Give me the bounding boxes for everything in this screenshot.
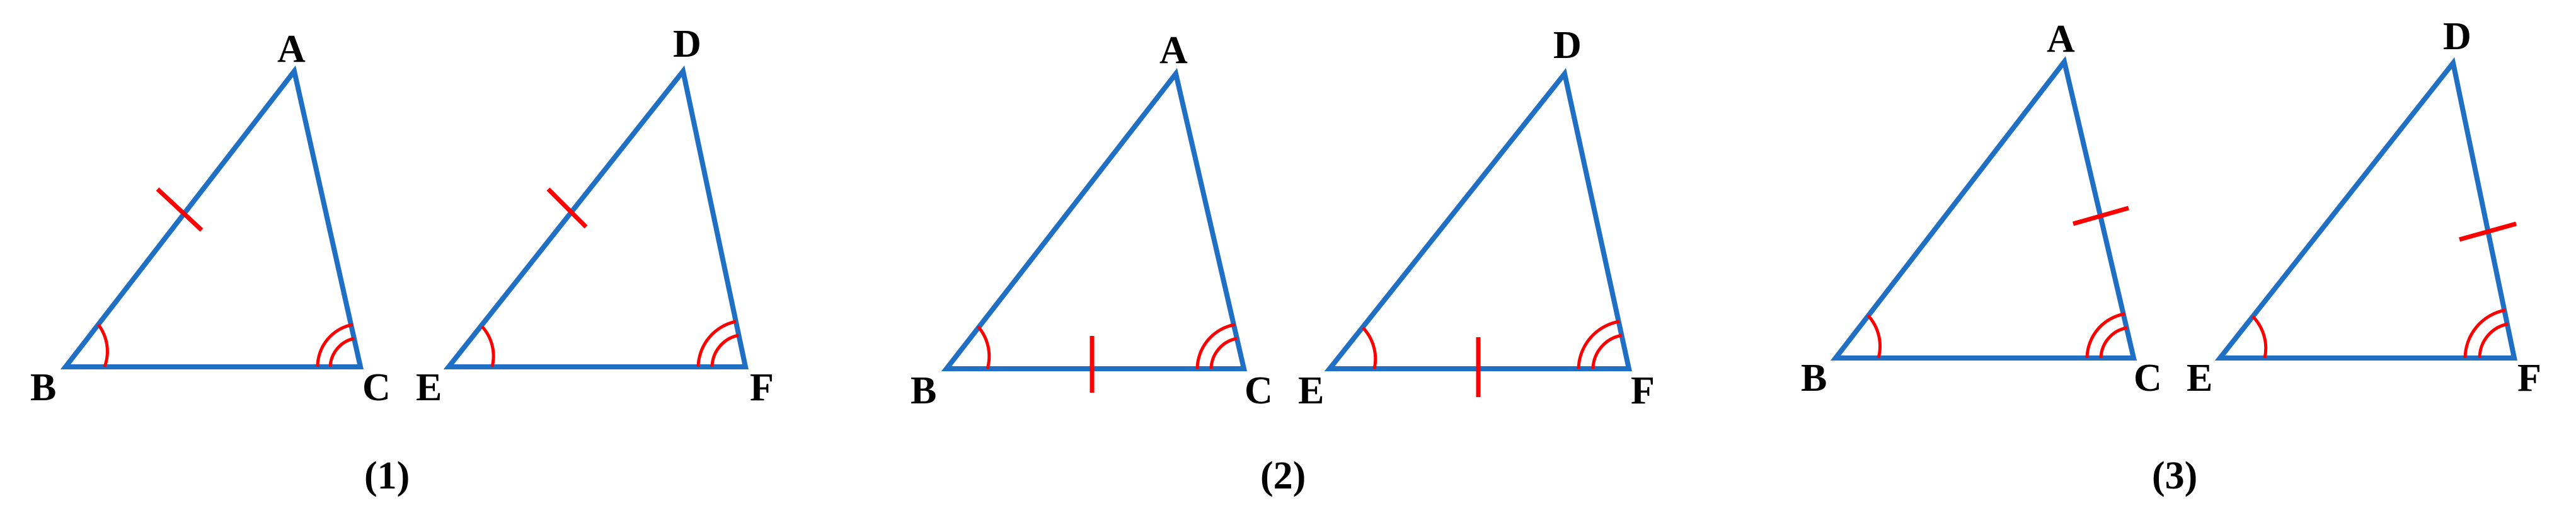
angle-b-arc [96, 323, 109, 367]
angle-f-arc-outer [2463, 308, 2506, 359]
vertex-label-d: D [673, 23, 701, 66]
vertex-label-a: A [1159, 29, 1188, 72]
vertex-label-f: F [750, 366, 774, 409]
triangle-abc-outline [941, 67, 1248, 371]
figure-3: A B C D E F (3) [1801, 15, 2541, 497]
triangle-def-2: D E F [1298, 24, 1655, 412]
figure-1: A B C D E F (1) [30, 23, 774, 497]
angle-f-arc-inner [1591, 333, 1623, 369]
vertex-label-e: E [1298, 369, 1324, 412]
vertex-label-b: B [911, 369, 936, 412]
angle-e-arc [1362, 326, 1377, 369]
tick-mark-ac [2073, 205, 2129, 226]
vertex-label-c: C [2134, 357, 2162, 400]
figure-caption: (1) [364, 454, 410, 497]
vertex-label-d: D [2443, 15, 2471, 58]
triangle-def-outline [443, 65, 749, 369]
vertex-label-c: C [1245, 369, 1273, 412]
angle-c-arc-outer [2085, 312, 2125, 359]
triangle-abc-outline [1830, 55, 2137, 361]
angle-c-arc-inner [1209, 337, 1238, 369]
vertex-label-d: D [1553, 24, 1582, 67]
vertex-label-e: E [2187, 357, 2212, 400]
triangle-abc-3: A B C [1801, 18, 2162, 400]
angle-c-arc-inner [328, 337, 355, 367]
triangle-def-outline [2214, 57, 2517, 361]
triangle-def-3: D E F [2187, 15, 2541, 400]
angle-c-arc-outer [316, 323, 354, 367]
angle-f-arc-inner [2478, 322, 2509, 359]
tick-mark-de [546, 187, 588, 229]
angle-f-arc-outer [1577, 320, 1620, 369]
angle-f-arc-outer [696, 320, 737, 367]
vertex-label-e: E [416, 366, 442, 409]
vertex-label-f: F [1631, 369, 1655, 412]
angle-b-arc [977, 325, 991, 369]
angle-b-arc [1866, 314, 1882, 359]
tick-mark-ab [156, 187, 204, 232]
figure-caption: (3) [2152, 454, 2197, 497]
triangle-abc-outline [60, 65, 364, 369]
angle-c-arc-inner [2099, 326, 2128, 359]
vertex-label-a: A [2047, 18, 2075, 61]
triangle-abc-1: A B C [30, 28, 391, 409]
triangle-def-outline [1324, 67, 1632, 371]
vertex-label-a: A [277, 28, 306, 71]
vertex-label-b: B [1801, 357, 1827, 400]
angle-e-arc [481, 325, 495, 367]
vertex-label-c: C [362, 366, 391, 409]
figure-2: A B C D E F (2) [911, 24, 1655, 497]
triangle-abc-2: A B C [911, 29, 1273, 412]
angle-f-arc-inner [710, 333, 739, 367]
angle-c-arc-outer [1195, 323, 1236, 369]
figure-caption: (2) [1260, 454, 1306, 497]
vertex-label-f: F [2517, 357, 2541, 400]
angle-e-arc [2251, 315, 2268, 359]
triangle-def-1: D E F [416, 23, 774, 409]
vertex-label-b: B [30, 366, 56, 409]
tick-mark-df [2459, 221, 2517, 242]
